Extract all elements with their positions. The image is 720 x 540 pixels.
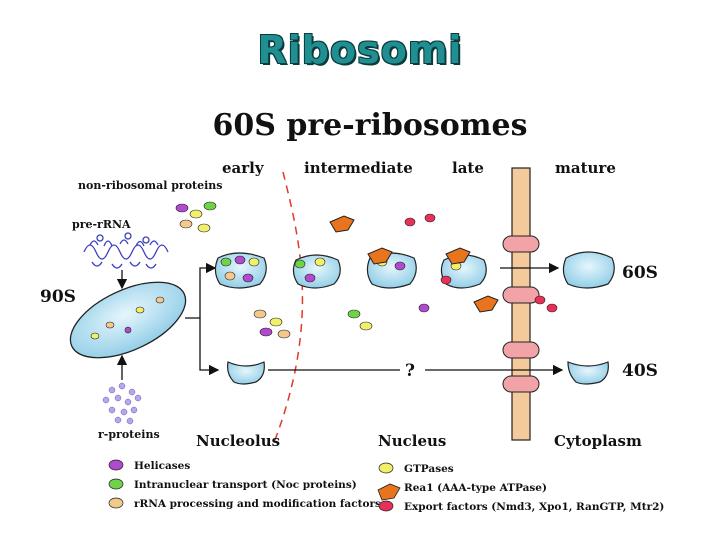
stage-intermediate: intermediate bbox=[304, 159, 413, 177]
released-factors bbox=[175, 201, 558, 339]
label-r-proteins: r-proteins bbox=[98, 428, 160, 441]
legend-helicases-icon bbox=[108, 459, 124, 471]
rea1-factors bbox=[329, 215, 499, 313]
stage-early: early bbox=[222, 159, 265, 177]
particle-90s-proteins bbox=[90, 296, 165, 340]
label-non-ribosomal: non-ribosomal proteins bbox=[78, 179, 222, 192]
legend: Helicases Intranuclear transport (Noc pr… bbox=[108, 459, 664, 513]
legend-rrna: rRNA processing and modification factors bbox=[134, 498, 381, 510]
legend-export-icon bbox=[378, 500, 394, 512]
compartment-nucleolus: Nucleolus bbox=[196, 432, 280, 450]
particle-40s-early bbox=[227, 361, 265, 385]
legend-export: Export factors (Nmd3, Xpo1, RanGTP, Mtr2… bbox=[404, 501, 664, 513]
nucleolus-boundary bbox=[274, 171, 304, 441]
legend-rea1-icon bbox=[377, 483, 401, 501]
particle-40s-mature bbox=[567, 361, 609, 385]
slide-title: Ribosomi bbox=[257, 28, 463, 72]
stage-mature: mature bbox=[555, 159, 616, 177]
legend-rrna-icon bbox=[108, 497, 124, 509]
legend-helicases: Helicases bbox=[134, 460, 190, 472]
label-60s: 60S bbox=[622, 263, 658, 283]
r-proteins-icon bbox=[102, 382, 142, 425]
particle-60s-mature bbox=[562, 251, 615, 289]
legend-noc-icon bbox=[108, 478, 124, 490]
stage-late: late bbox=[452, 159, 484, 177]
label-pre-rrna: pre-rRNA bbox=[72, 218, 131, 231]
compartment-nucleus: Nucleus bbox=[378, 432, 446, 450]
legend-gtpases-icon bbox=[378, 462, 394, 474]
label-40s: 40S bbox=[622, 361, 658, 381]
nuclear-pore bbox=[502, 167, 540, 441]
particle-90s bbox=[69, 281, 187, 359]
legend-noc: Intranuclear transport (Noc proteins) bbox=[134, 479, 357, 491]
label-90s: 90S bbox=[40, 287, 76, 307]
figure-title: 60S pre-ribosomes bbox=[212, 108, 528, 143]
compartment-cytoplasm: Cytoplasm bbox=[554, 432, 642, 450]
legend-rea1: Rea1 (AAA-type ATPase) bbox=[404, 482, 547, 494]
unknown-step-marker: ? bbox=[405, 361, 415, 381]
pre-rrna-icon bbox=[83, 232, 169, 269]
legend-gtpases: GTPases bbox=[404, 463, 454, 475]
